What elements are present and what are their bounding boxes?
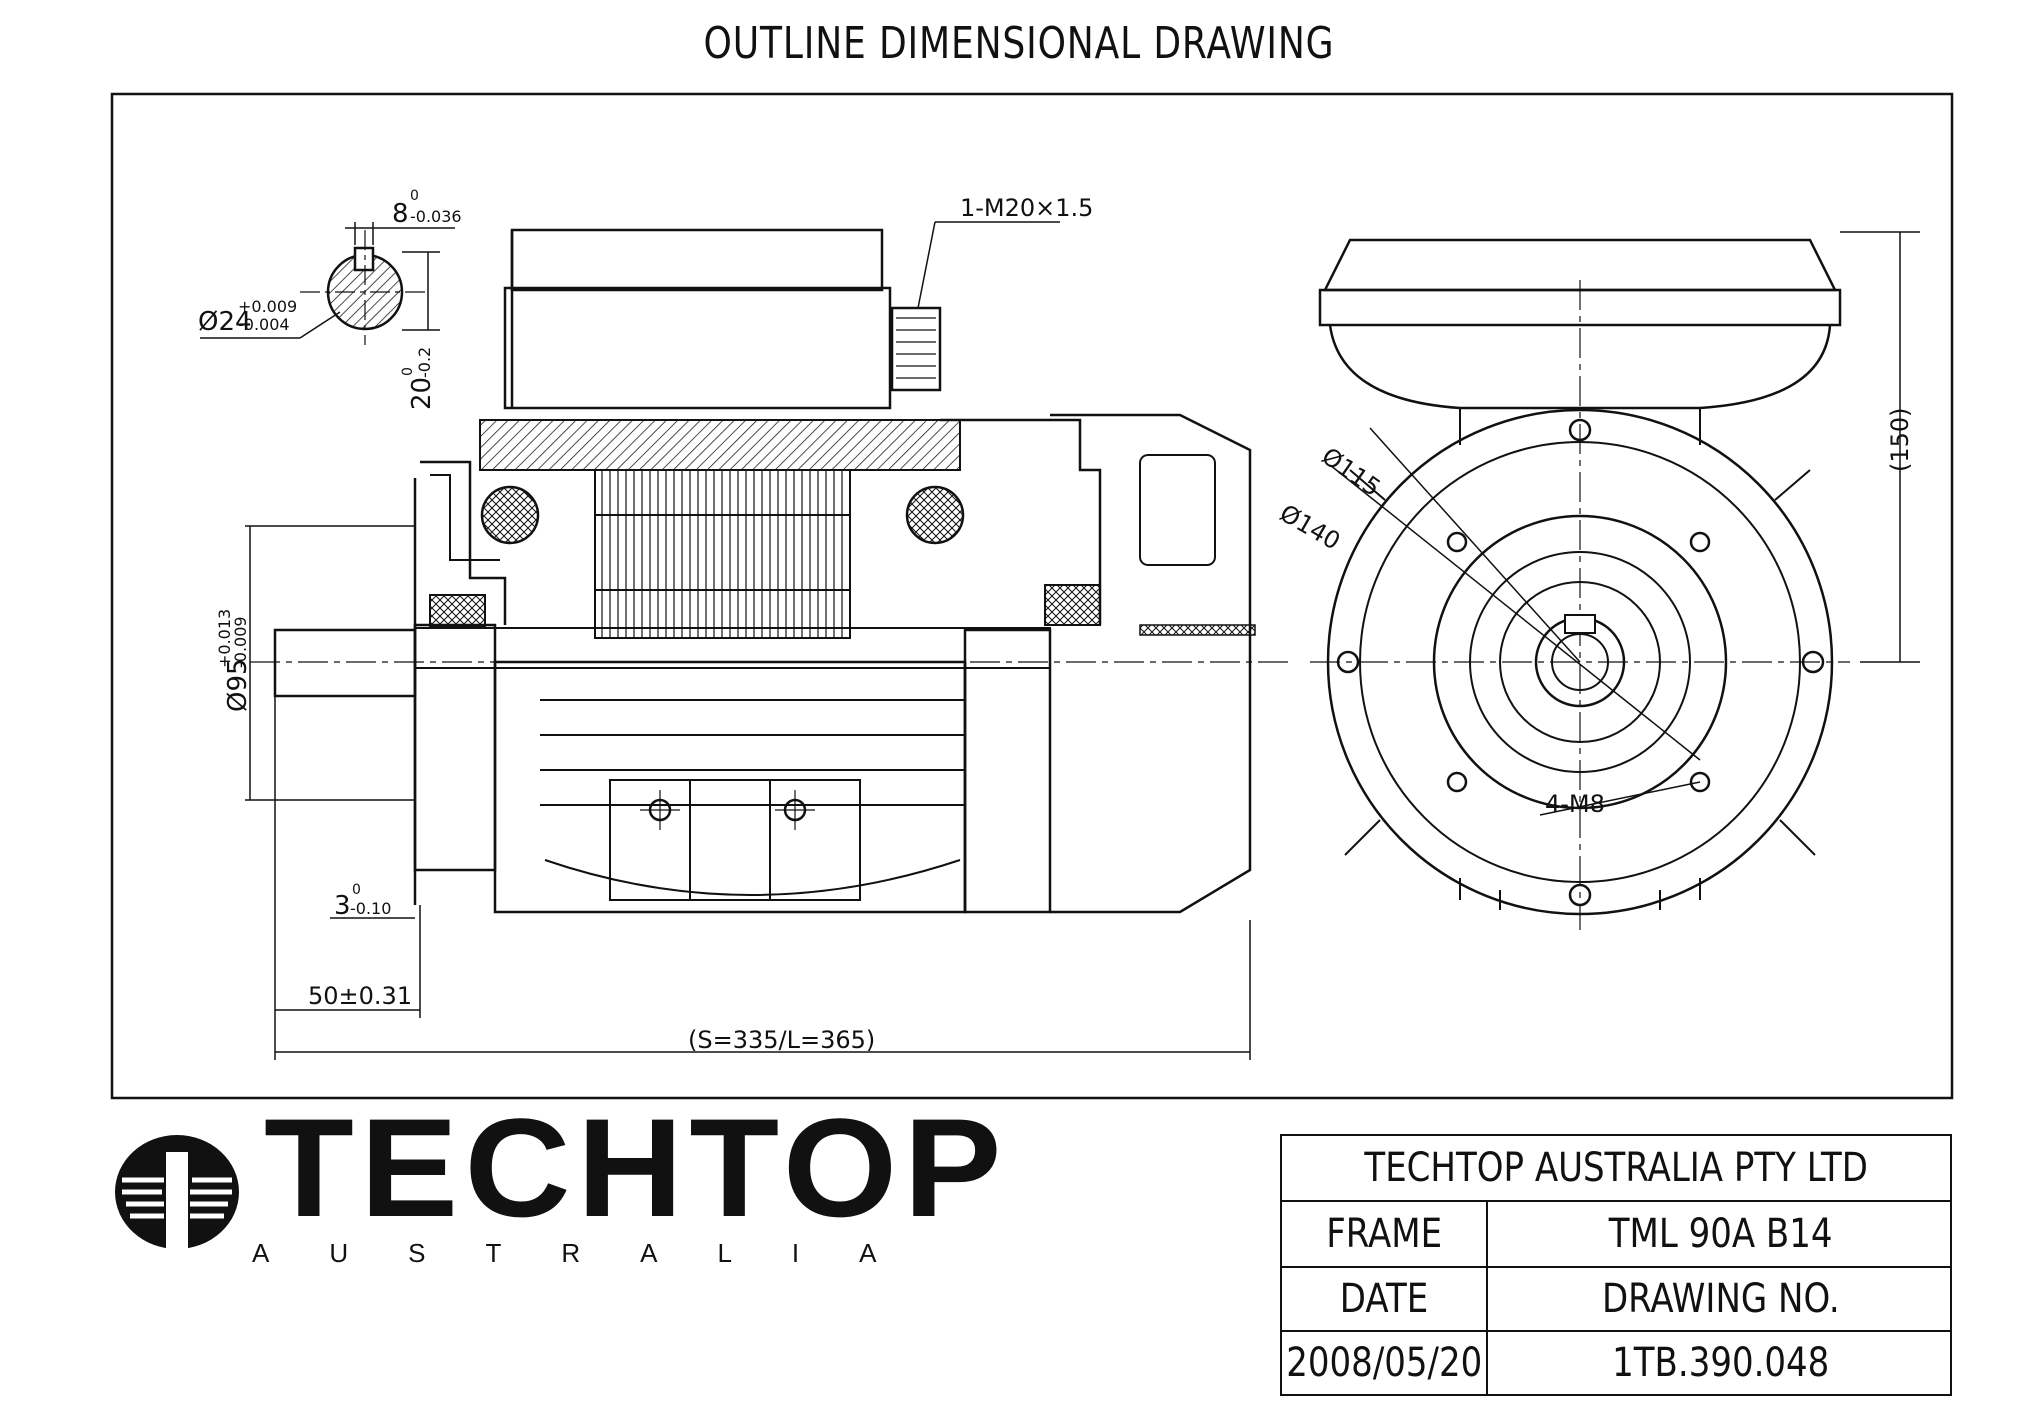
height-dimension [1840, 231, 1920, 663]
key-width-dim: 8 [392, 199, 409, 229]
key-height-tol-lower: -0.2 [415, 347, 434, 378]
drawing-border [110, 92, 1954, 1100]
key-height-dim: 20 [407, 377, 437, 410]
side-dimensions [245, 221, 1251, 1060]
frame-label: FRAME [1282, 1202, 1488, 1266]
overall-length-dim: (S=335/L=365) [688, 1026, 875, 1054]
logo-subtitle: AUSTRALIA [252, 1238, 937, 1268]
shaft-dia-tol-lower: -0.004 [238, 315, 290, 334]
key-width-tol-lower: -0.036 [410, 207, 462, 226]
spigot-depth-tol-upper: 0 [352, 882, 361, 898]
side-view [250, 228, 1290, 914]
date-value: 2008/05/20 [1282, 1332, 1488, 1394]
terminal-box [510, 228, 884, 292]
frame-value: TML 90A B14 [1609, 1211, 1833, 1257]
shaft-key-section [200, 222, 455, 345]
title-block: TECHTOP AUSTRALIA PTY LTD FRAME TML 90A … [1280, 1134, 1952, 1396]
motor-frame-circle [1326, 408, 1834, 916]
shaft-dia-tol-upper: +0.009 [238, 297, 297, 316]
company-name: TECHTOP AUSTRALIA PTY LTD [1364, 1145, 1868, 1191]
techtop-logo: TECHTOP AUSTRALIA [112, 1098, 1001, 1290]
key-height-tol-upper: 0 [400, 367, 416, 376]
date-label: DATE [1282, 1268, 1488, 1330]
spigot-tol-upper: +0.013 [215, 609, 234, 668]
pcd-inner-dim: Ø115 [1317, 442, 1386, 502]
drawing-no-label: DRAWING NO. [1602, 1276, 1840, 1322]
shaft-length-dim: 50±0.31 [308, 982, 412, 1010]
front-view [1310, 238, 1850, 930]
key-width-tol-upper: 0 [410, 188, 419, 204]
holes-dim: 4-M8 [1545, 790, 1605, 818]
shaft [273, 628, 417, 698]
pcd-outer-dim: Ø140 [1275, 499, 1345, 556]
drawing-no-value: 1TB.390.048 [1612, 1340, 1830, 1386]
logo-wordmark: TECHTOP [264, 1089, 1008, 1246]
height-dim: (150) [1886, 407, 1914, 472]
drawing-title: OUTLINE DIMENSIONAL DRAWING [703, 18, 1335, 69]
logo-emblem-icon [115, 1135, 239, 1250]
spigot-dia-dim: Ø95 [223, 658, 253, 712]
shaft-dia-dim: Ø24 [198, 307, 252, 337]
spigot-depth-dim: 3 [334, 891, 351, 921]
spigot-depth-tol-lower: -0.10 [350, 899, 391, 918]
cable-gland-dim: 1-M20×1.5 [960, 194, 1093, 222]
spigot-tol-lower: -0.009 [231, 616, 250, 668]
stator-core [594, 469, 851, 639]
cable-gland [890, 306, 942, 392]
fan-cover [1050, 413, 1252, 914]
